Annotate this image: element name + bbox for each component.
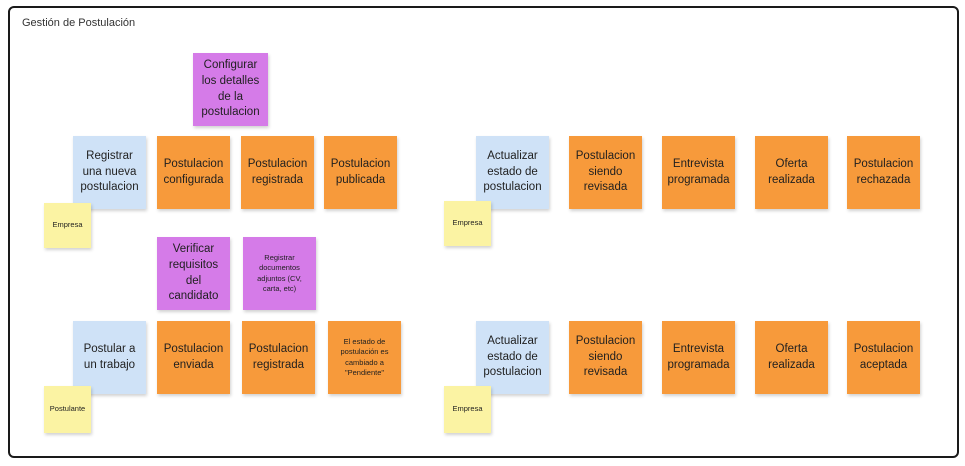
event-postulacion-registrada-1[interactable]: Postulacion registrada: [241, 136, 314, 209]
command-postular-trabajo[interactable]: Postular a un trabajo: [73, 321, 146, 394]
event-postulacion-configurada[interactable]: Postulacion configurada: [157, 136, 230, 209]
actor-empresa-1[interactable]: Empresa: [44, 203, 91, 248]
board-title: Gestión de Postulación: [22, 17, 136, 29]
policy-verificar-requisitos[interactable]: Verificar requisitos del candidato: [157, 237, 230, 310]
policy-registrar-documentos[interactable]: Registrar documentos adjuntos (CV, carta…: [243, 237, 316, 310]
event-postulacion-siendo-revisada-1[interactable]: Postulacion siendo revisada: [569, 136, 642, 209]
event-oferta-realizada-1[interactable]: Oferta realizada: [755, 136, 828, 209]
event-postulacion-publicada[interactable]: Postulacion publicada: [324, 136, 397, 209]
command-actualizar-estado-1[interactable]: Actualizar estado de postulacion: [476, 136, 549, 209]
event-entrevista-programada-2[interactable]: Entrevista programada: [662, 321, 735, 394]
command-actualizar-estado-2[interactable]: Actualizar estado de postulacion: [476, 321, 549, 394]
event-oferta-realizada-2[interactable]: Oferta realizada: [755, 321, 828, 394]
actor-postulante[interactable]: Postulante: [44, 386, 91, 433]
event-estado-pendiente[interactable]: El estado de postulación es cambiado a "…: [328, 321, 401, 394]
event-postulacion-enviada[interactable]: Postulacion enviada: [157, 321, 230, 394]
event-postulacion-siendo-revisada-2[interactable]: Postulacion siendo revisada: [569, 321, 642, 394]
event-postulacion-rechazada[interactable]: Postulacion rechazada: [847, 136, 920, 209]
event-postulacion-registrada-2[interactable]: Postulacion registrada: [242, 321, 315, 394]
command-registrar-postulacion[interactable]: Registrar una nueva postulacion: [73, 136, 146, 209]
event-entrevista-programada-1[interactable]: Entrevista programada: [662, 136, 735, 209]
policy-configurar-detalles[interactable]: Configurar los detalles de la postulacio…: [193, 53, 268, 126]
actor-empresa-3[interactable]: Empresa: [444, 386, 491, 433]
event-postulacion-aceptada[interactable]: Postulacion aceptada: [847, 321, 920, 394]
actor-empresa-2[interactable]: Empresa: [444, 201, 491, 246]
